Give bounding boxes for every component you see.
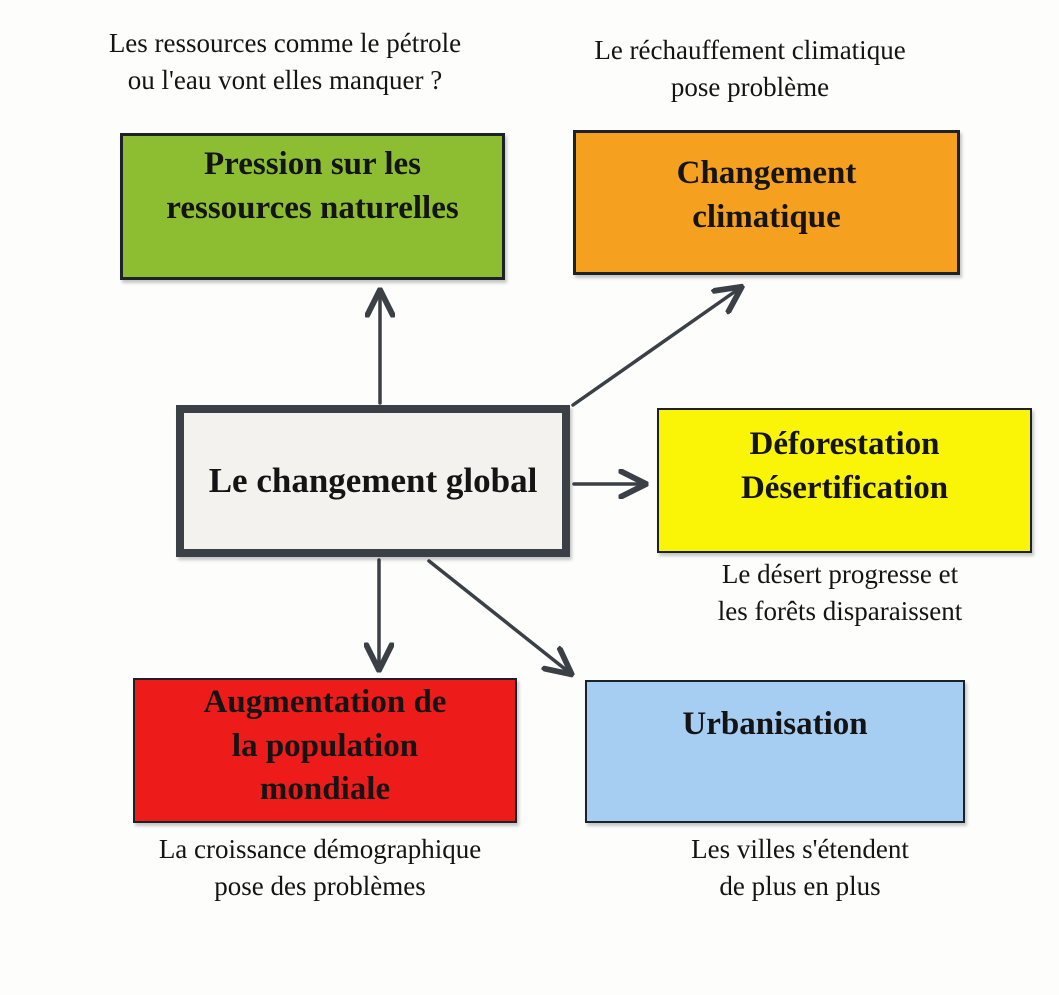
node-deforestation: Déforestation Désertification bbox=[657, 408, 1032, 553]
node-urbanisation: Urbanisation bbox=[585, 680, 965, 823]
node-climat: Changement climatique bbox=[573, 130, 960, 275]
node-pression: Pression sur les ressources naturelles bbox=[120, 133, 505, 280]
node-population: Augmentation de la population mondiale bbox=[133, 678, 517, 823]
node-urbanisation-label: Urbanisation bbox=[682, 706, 868, 742]
caption-population: La croissance démographique pose des pro… bbox=[158, 834, 482, 902]
node-center: Le changement global bbox=[176, 405, 570, 557]
caption-deforestation: Le désert progresse et les forêts dispar… bbox=[717, 559, 963, 627]
arrow-center-to-climat bbox=[571, 288, 740, 407]
node-climat-label: Changement climatique bbox=[676, 155, 857, 235]
caption-urbanisation: Les villes s'étendent de plus en plus bbox=[691, 834, 909, 902]
arrow-center-to-urbanisation bbox=[427, 559, 570, 673]
node-population-label: Augmentation de la population mondiale bbox=[203, 684, 447, 808]
node-pression-label: Pression sur les ressources naturelles bbox=[166, 146, 459, 226]
node-deforestation-label: Déforestation Désertification bbox=[740, 426, 949, 506]
caption-pression: Les ressources comme le pétrole ou l'eau… bbox=[108, 28, 462, 96]
caption-climat: Le réchauffement climatique pose problèm… bbox=[594, 35, 906, 103]
node-center-label: Le changement global bbox=[208, 460, 538, 500]
